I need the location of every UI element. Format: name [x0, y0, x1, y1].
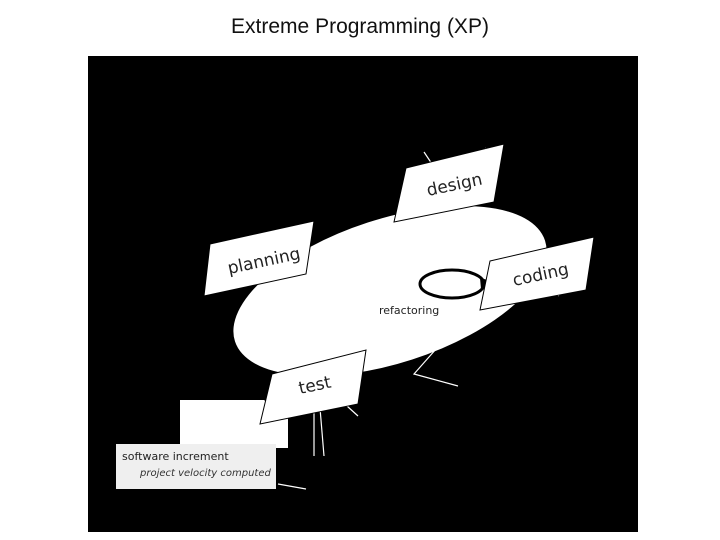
cycle-ellipse [233, 205, 547, 377]
refactoring-pointer [412, 339, 459, 387]
increment-connector [277, 483, 307, 490]
planning-card: planning [203, 220, 315, 297]
xp-diagram-svg: design planning coding test refactoring … [88, 56, 638, 532]
design-card-shape [393, 143, 505, 223]
software-increment-title: software increment [122, 450, 229, 463]
planning-card-shape [203, 220, 315, 297]
test-card: test [259, 349, 367, 425]
software-increment-box: software increment project velocity comp… [116, 444, 276, 489]
test-connector-left-2 [319, 407, 325, 457]
coding-card: coding [479, 236, 595, 311]
test-card-shape [259, 349, 367, 425]
xp-diagram: design planning coding test refactoring … [88, 56, 638, 532]
coding-card-shape [479, 236, 595, 311]
slide-title: Extreme Programming (XP) [231, 15, 489, 38]
project-velocity-text: project velocity computed [139, 468, 271, 479]
design-card: design [393, 143, 505, 223]
software-increment-box-bg [116, 444, 276, 489]
refactoring-label: refactoring [379, 304, 439, 317]
increment-backdrop [180, 400, 288, 448]
